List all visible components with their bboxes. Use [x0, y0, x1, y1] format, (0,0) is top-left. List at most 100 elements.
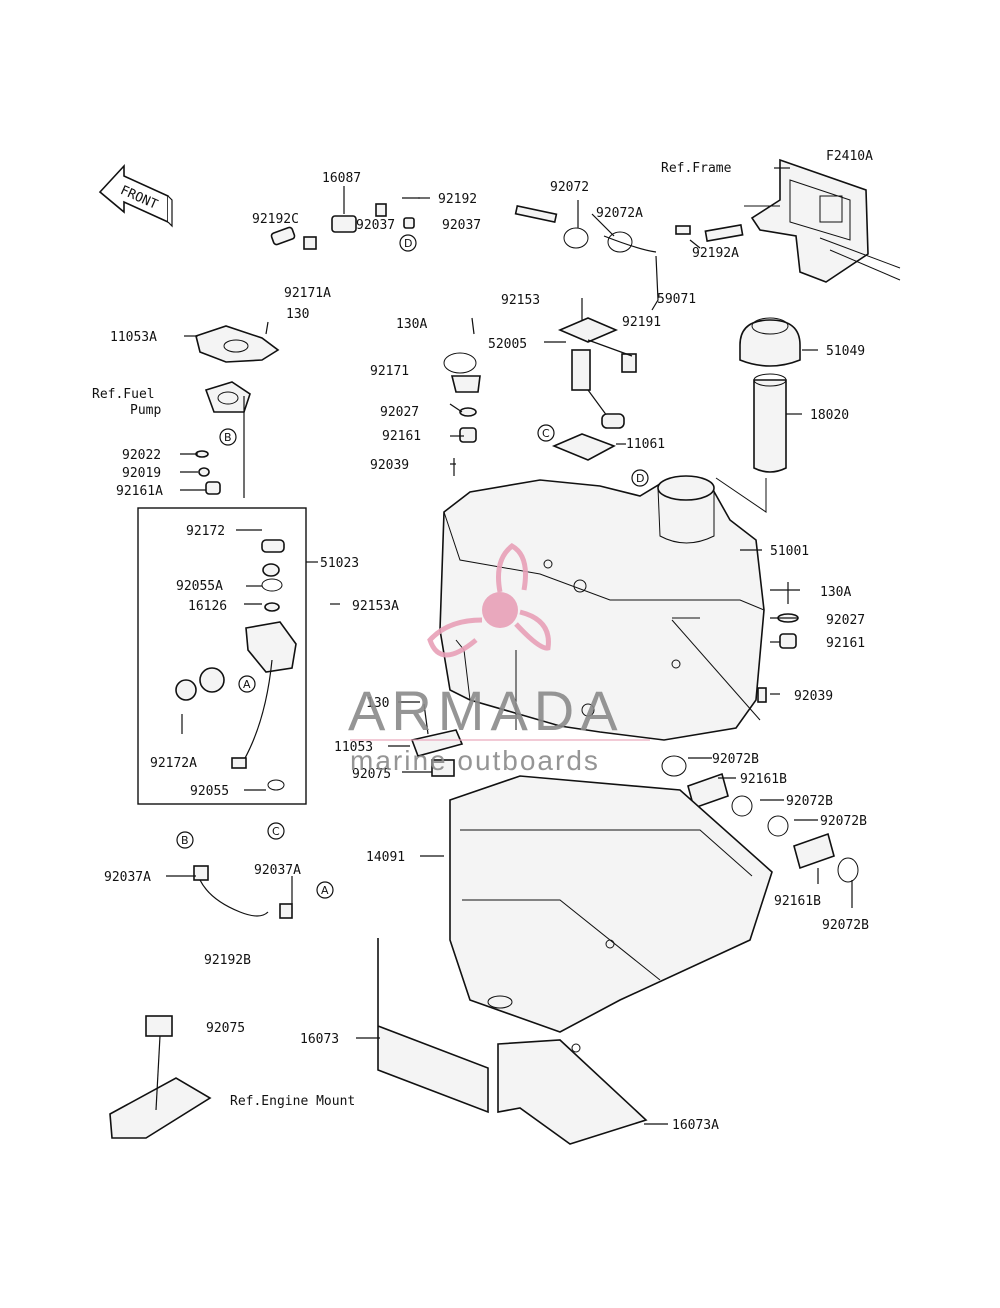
label-18020: 18020	[810, 408, 849, 423]
label-92075-bottom: 92075	[206, 1021, 245, 1036]
label-92161a: 92161A	[116, 484, 163, 499]
label-51049: 51049	[826, 344, 865, 359]
label-130-mid: 130	[366, 696, 389, 711]
ref-circle-b-hose: B	[176, 831, 194, 849]
label-92072b-4: 92072B	[822, 918, 869, 933]
fuel-level-sender	[557, 317, 637, 429]
label-92161b-1: 92161B	[740, 772, 787, 787]
figure-code: F2410A	[826, 149, 873, 164]
fuel-tank	[439, 475, 765, 741]
watermark-tagline: marine outboards	[350, 745, 600, 776]
label-16087: 16087	[322, 171, 361, 186]
label-92072b-2: 92072B	[786, 794, 833, 809]
svg-text:A: A	[321, 884, 329, 897]
label-92172: 92172	[186, 524, 225, 539]
label-92019: 92019	[122, 466, 161, 481]
ref-circle-a-pump: A	[238, 675, 256, 693]
label-16073a: 16073A	[672, 1118, 719, 1133]
label-92171: 92171	[370, 364, 409, 379]
label-92171a: 92171A	[284, 286, 331, 301]
ref-circle-d-top: D	[399, 234, 417, 252]
label-11053a: 11053A	[110, 330, 157, 345]
label-92161-right: 92161	[826, 636, 865, 651]
label-92022: 92022	[122, 448, 161, 463]
fuel-filter-parts	[175, 539, 297, 791]
label-14091: 14091	[366, 850, 405, 865]
ref-circle-b: B	[219, 428, 237, 446]
label-92027-top: 92027	[380, 405, 419, 420]
label-92037a-left: 92037A	[104, 870, 151, 885]
label-92192a: 92192A	[692, 246, 739, 261]
engine-mount	[109, 1015, 212, 1139]
label-130a-top: 130A	[396, 317, 427, 332]
label-92153: 92153	[501, 293, 540, 308]
sender-gasket	[551, 433, 616, 461]
ref-circle-c-tank: C	[537, 424, 555, 442]
label-92161-top: 92161	[382, 429, 421, 444]
label-92072: 92072	[550, 180, 589, 195]
label-ref-fuel: Ref.Fuel	[92, 387, 155, 402]
label-92192b: 92192B	[204, 953, 251, 968]
label-92039-right: 92039	[794, 689, 833, 704]
leader-lines	[166, 167, 853, 1125]
label-92037-a: 92037	[356, 218, 395, 233]
label-ref-engine-mount: Ref.Engine Mount	[230, 1094, 355, 1109]
label-92037-b: 92037	[442, 218, 481, 233]
svg-text:A: A	[243, 678, 251, 691]
pump-mount-plate	[195, 325, 280, 413]
ref-circle-c-bottom: C	[267, 822, 285, 840]
fuel-filter-box	[137, 507, 307, 805]
label-92172a: 92172A	[150, 756, 197, 771]
watermark-brand: ARMADA	[348, 679, 624, 742]
frame-bracket	[744, 158, 901, 283]
label-92153a: 92153A	[352, 599, 399, 614]
label-92055: 92055	[190, 784, 229, 799]
label-ref-frame: Ref.Frame	[661, 161, 732, 176]
filler-tube	[753, 373, 787, 473]
svg-text:C: C	[272, 825, 280, 838]
label-92072b-3: 92072B	[820, 814, 867, 829]
svg-text:D: D	[636, 472, 644, 485]
label-92039-top: 92039	[370, 458, 409, 473]
label-92037a-right: 92037A	[254, 863, 301, 878]
label-pump: Pump	[130, 403, 161, 418]
label-92161b-2: 92161B	[774, 894, 821, 909]
label-92055a: 92055A	[176, 579, 223, 594]
label-92192: 92192	[438, 192, 477, 207]
label-51023: 51023	[320, 556, 359, 571]
label-92192c: 92192C	[252, 212, 299, 227]
label-92075-mid: 92075	[352, 767, 391, 782]
front-arrow-icon: FRONT	[98, 163, 173, 228]
armada-logo-icon	[427, 543, 551, 658]
label-92072b-1: 92072B	[712, 752, 759, 767]
label-11061: 11061	[626, 437, 665, 452]
tank-grommets	[443, 352, 481, 476]
grommets-left	[195, 450, 221, 495]
label-59071: 59071	[657, 292, 696, 307]
svg-text:C: C	[542, 427, 550, 440]
label-11053: 11053	[334, 740, 373, 755]
label-51001: 51001	[770, 544, 809, 559]
label-92191: 92191	[622, 315, 661, 330]
tray-pads	[377, 938, 648, 1145]
svg-text:D: D	[404, 237, 412, 250]
label-130a-right: 130A	[820, 585, 851, 600]
label-92027-right: 92027	[826, 613, 865, 628]
callout-labels: F2410A 16087 92192 92192C 92037 92037 92…	[92, 149, 873, 1133]
fuel-tray	[449, 775, 773, 1053]
svg-text:B: B	[181, 834, 189, 847]
label-92072a: 92072A	[596, 206, 643, 221]
top-hose-clamps	[514, 204, 744, 253]
svg-text:B: B	[224, 431, 232, 444]
label-52005: 52005	[488, 337, 527, 352]
ref-circle-a-hose: A	[316, 881, 334, 899]
hose-cluster-top	[270, 197, 420, 250]
fuel-cap	[739, 317, 801, 367]
center-bracket	[410, 703, 464, 777]
label-16073: 16073	[300, 1032, 339, 1047]
drain-hoses	[661, 755, 859, 883]
watermark: ARMADA marine outboards	[348, 543, 650, 776]
label-130-top: 130	[286, 307, 309, 322]
